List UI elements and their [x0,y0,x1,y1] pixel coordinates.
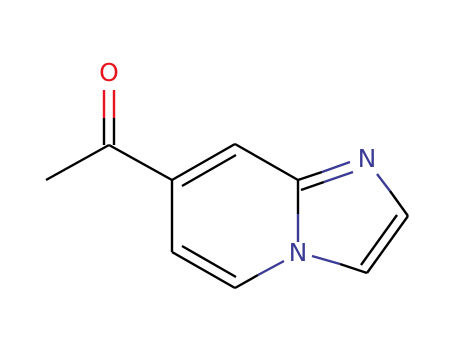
bond-c2-c3-inner [360,214,398,266]
bond-c5-n4-black [234,273,259,290]
bond-c6-c5-inner [181,244,237,279]
bond-c8a-n1-blue [321,160,351,174]
bond-c8a-n1-inner-blue [323,170,354,184]
bond-n1-c2-blue [376,173,391,192]
bond-methyl-carbonyl [45,143,110,182]
bond-c3-n4-blue [311,254,341,266]
bond-c2-c3 [366,215,409,274]
atom-nitrogen-bridge-label: N [289,238,308,267]
bond-c7-c8-inner [181,153,237,188]
bond-c8a-n1-inner-black [300,180,325,192]
bond-c8-c8a [234,142,299,182]
atom-oxygen-label: O [99,58,119,87]
bond-c7-c8 [171,142,236,182]
atom-nitrogen-imine-label: N [358,144,377,173]
bond-n1-c2-black [389,190,409,217]
bond-c3-n4-black [339,262,368,275]
bond-c6-c5 [171,250,236,290]
bond-c8a-n1-black [297,170,323,182]
bond-c5-n4-blue [257,259,285,277]
bond-carbonyl-c7 [108,143,173,182]
